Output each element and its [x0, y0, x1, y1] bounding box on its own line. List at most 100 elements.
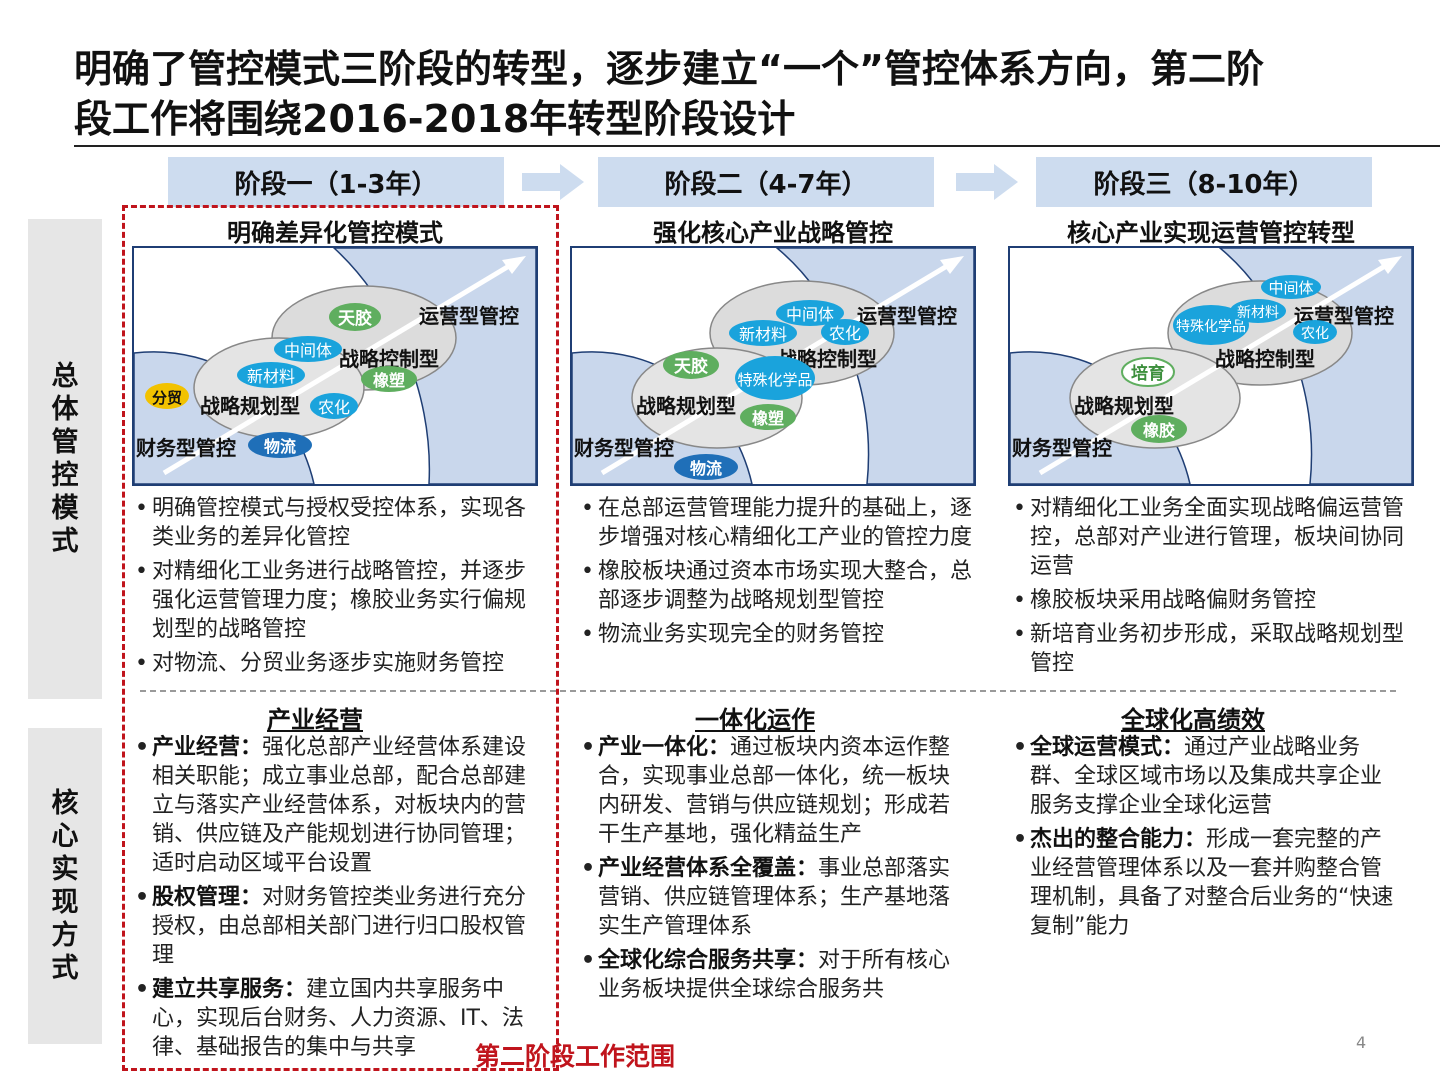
zone-label: 战略规划型 — [1074, 394, 1174, 418]
phase-1-section-title: 产业经营 — [267, 706, 363, 734]
list-item: 股权管理：对财务管控类业务进行充分授权，由总部相关部门进行归口股权管理 — [132, 883, 542, 970]
item-text: 强化总部产业经营体系建设相关职能；成立事业总部，配合总部建立与落实产业经营体系，… — [152, 735, 527, 876]
zone-label: 财务型管控 — [574, 436, 674, 460]
phase-2-diagram: 运营型管控 战略控制型 战略规划型 财务型管控 中间体 新材料 农化 天胶 特殊… — [570, 246, 976, 486]
tag-bubble — [237, 362, 305, 388]
tag-bubble — [663, 351, 719, 379]
phase-2-mode-bullets: 在总部运营管理能力提升的基础上，逐步增强对核心精细化工产业的管控力度 橡胶板块通… — [578, 494, 978, 654]
tag-label: 新材料 — [1237, 305, 1279, 321]
tag-label: 新材料 — [247, 367, 295, 386]
phase-1-diagram: 运营型管控 战略控制型 战略规划型 财务型管控 天胶 中间体 新材料 农化 橡塑… — [132, 246, 538, 486]
list-item: 全球化综合服务共享：对于所有核心业务板块提供全球综合服务共 — [578, 946, 964, 1004]
item-head: 全球化综合服务共享： — [598, 948, 819, 973]
phase-3-diagram: 运营型管控 战略控制型 战略规划型 财务型管控 中间体 特殊化学品 新材料 农化… — [1008, 246, 1414, 486]
tag-bubble — [361, 366, 417, 392]
phase-3-implementation-list: 全球运营模式：通过产业战略业务群、全球区域市场以及集成共享企业服务支撑企业全球化… — [1010, 733, 1396, 946]
tag-bubble — [274, 336, 342, 362]
title-line-1: 明确了管控模式三阶段的转型，逐步建立“一个”管控体系方向，第二阶 — [74, 47, 1264, 91]
item-head: 产业一体化： — [598, 735, 731, 760]
side-label-bottom-text: 核心实现方式 — [51, 788, 79, 984]
list-item: 对精细化工业务进行战略管控，并逐步强化运营管理力度；橡胶业务实行偏规划型的战略管… — [132, 557, 542, 644]
list-item: 杰出的整合能力：形成一套完整的产业经营管理体系以及一套并购整合管理机制，具备了对… — [1010, 825, 1396, 941]
tag-bubble — [674, 454, 738, 480]
side-label-implementation: 核心实现方式 — [28, 728, 102, 1044]
tag-bubble — [310, 393, 358, 419]
tag-bubble — [145, 383, 189, 409]
phase-2-header: 阶段二（4-7年） — [598, 157, 934, 207]
tag-bubble — [1173, 305, 1249, 345]
title-divider — [74, 145, 1440, 147]
item-text: 形成一套完整的产业经营管理体系以及一套并购整合管理机制，具备了对整合后业务的“快… — [1030, 827, 1394, 939]
tag-label: 橡胶 — [1143, 421, 1175, 440]
list-item: 产业经营体系全覆盖：事业总部落实营销、供应链管理体系；生产基地落实生产管理体系 — [578, 854, 964, 941]
phase-1-header: 阶段一（1-3年） — [168, 157, 504, 207]
tag-label: 物流 — [690, 459, 722, 478]
tag-label: 物流 — [264, 437, 296, 456]
tag-bubble — [735, 356, 815, 400]
phase-2-section-title: 一体化运作 — [695, 706, 815, 734]
tag-label: 橡塑 — [373, 371, 405, 390]
item-text: 对财务管控类业务进行充分授权，由总部相关部门进行归口股权管理 — [152, 885, 527, 968]
zone-label: 战略规划型 — [200, 394, 300, 418]
tag-label: 特殊化学品 — [737, 371, 812, 389]
phase-1-mode-bullets: 明确管控模式与授权受控体系，实现各类业务的差异化管控 对精细化工业务进行战略管控… — [132, 494, 542, 683]
tag-bubble — [1293, 320, 1337, 344]
section-divider — [140, 690, 1396, 692]
phase-2-subtitle: 强化核心产业战略管控 — [653, 219, 893, 247]
list-item: 全球运营模式：通过产业战略业务群、全球区域市场以及集成共享企业服务支撑企业全球化… — [1010, 733, 1396, 820]
tag-bubble — [248, 432, 312, 458]
list-item: 物流业务实现完全的财务管控 — [578, 620, 978, 649]
list-item: 对精细化工业务全面实现战略偏运营管控，总部对产业进行管理，板块间协同运营 — [1010, 494, 1418, 581]
phase-2-scope-frame — [122, 205, 559, 1071]
tag-bubble — [1261, 275, 1321, 299]
phase-3-header: 阶段三（8-10年） — [1036, 157, 1372, 207]
page-number: 4 — [1356, 1033, 1367, 1052]
tag-label: 农化 — [1301, 326, 1329, 342]
tag-bubble — [1230, 299, 1286, 323]
phase-1-subtitle: 明确差异化管控模式 — [227, 219, 443, 247]
list-item: 对物流、分贸业务逐步实施财务管控 — [132, 649, 542, 678]
item-head: 杰出的整合能力： — [1030, 827, 1207, 852]
phase-1-implementation-list: 产业经营：强化总部产业经营体系建设相关职能；成立事业总部，配合总部建立与落实产业… — [132, 733, 542, 1067]
item-head: 股权管理： — [152, 885, 263, 910]
item-head: 产业经营： — [152, 735, 263, 760]
tag-label: 天胶 — [338, 308, 372, 329]
list-item: 产业经营：强化总部产业经营体系建设相关职能；成立事业总部，配合总部建立与落实产业… — [132, 733, 542, 878]
zone-label: 运营型管控 — [419, 304, 519, 328]
tag-label: 中间体 — [1268, 279, 1313, 297]
item-head: 建立共享服务： — [152, 977, 307, 1002]
tag-label: 培育 — [1131, 363, 1165, 384]
tag-label: 特殊化学品 — [1176, 319, 1246, 335]
title-line-2: 段工作将围绕2016-2018年转型阶段设计 — [74, 97, 796, 141]
item-text: 通过板块内资本运作整合，实现事业总部一体化，统一板块内研发、营销与供应链规划；形… — [598, 735, 951, 847]
phase-3-subtitle: 核心产业实现运营管控转型 — [1067, 219, 1355, 247]
tag-label: 中间体 — [786, 305, 834, 324]
tag-bubble — [776, 300, 844, 326]
list-item: 新培育业务初步形成，采取战略规划型管控 — [1010, 620, 1418, 678]
arrow-right-icon — [522, 164, 584, 200]
item-text: 事业总部落实营销、供应链管理体系；生产基地落实生产管理体系 — [598, 856, 951, 939]
zone-label: 财务型管控 — [1012, 436, 1112, 460]
phase-3-section-title: 全球化高绩效 — [1121, 706, 1265, 734]
tag-label: 新材料 — [739, 325, 787, 344]
list-item: 橡胶板块通过资本市场实现大整合，总部逐步调整为战略规划型管控 — [578, 557, 978, 615]
tag-bubble — [821, 319, 869, 345]
item-text: 通过产业战略业务群、全球区域市场以及集成共享企业服务支撑企业全球化运营 — [1030, 735, 1383, 818]
tag-bubble — [1131, 415, 1187, 443]
page-title: 明确了管控模式三阶段的转型，逐步建立“一个”管控体系方向，第二阶 段工作将围绕2… — [74, 44, 1394, 144]
list-item: 橡胶板块采用战略偏财务管控 — [1010, 586, 1418, 615]
list-item: 建立共享服务：建立国内共享服务中心，实现后台财务、人力资源、IT、法律、基础报告… — [132, 975, 542, 1062]
tag-label: 分贸 — [152, 389, 182, 407]
tag-label: 农化 — [318, 398, 350, 417]
zone-label: 运营型管控 — [857, 304, 957, 328]
zone-label: 战略规划型 — [636, 394, 736, 418]
zone-label: 战略控制型 — [1215, 347, 1315, 371]
item-head: 产业经营体系全覆盖： — [598, 856, 819, 881]
list-item: 产业一体化：通过板块内资本运作整合，实现事业总部一体化，统一板块内研发、营销与供… — [578, 733, 964, 849]
zone-label: 财务型管控 — [136, 436, 236, 460]
list-item: 明确管控模式与授权受控体系，实现各类业务的差异化管控 — [132, 494, 542, 552]
item-text: 对于所有核心业务板块提供全球综合服务共 — [598, 948, 951, 1002]
phase-3-mode-bullets: 对精细化工业务全面实现战略偏运营管控，总部对产业进行管理，板块间协同运营 橡胶板… — [1010, 494, 1418, 683]
arrow-right-icon — [956, 164, 1018, 200]
list-item: 在总部运营管理能力提升的基础上，逐步增强对核心精细化工产业的管控力度 — [578, 494, 978, 552]
